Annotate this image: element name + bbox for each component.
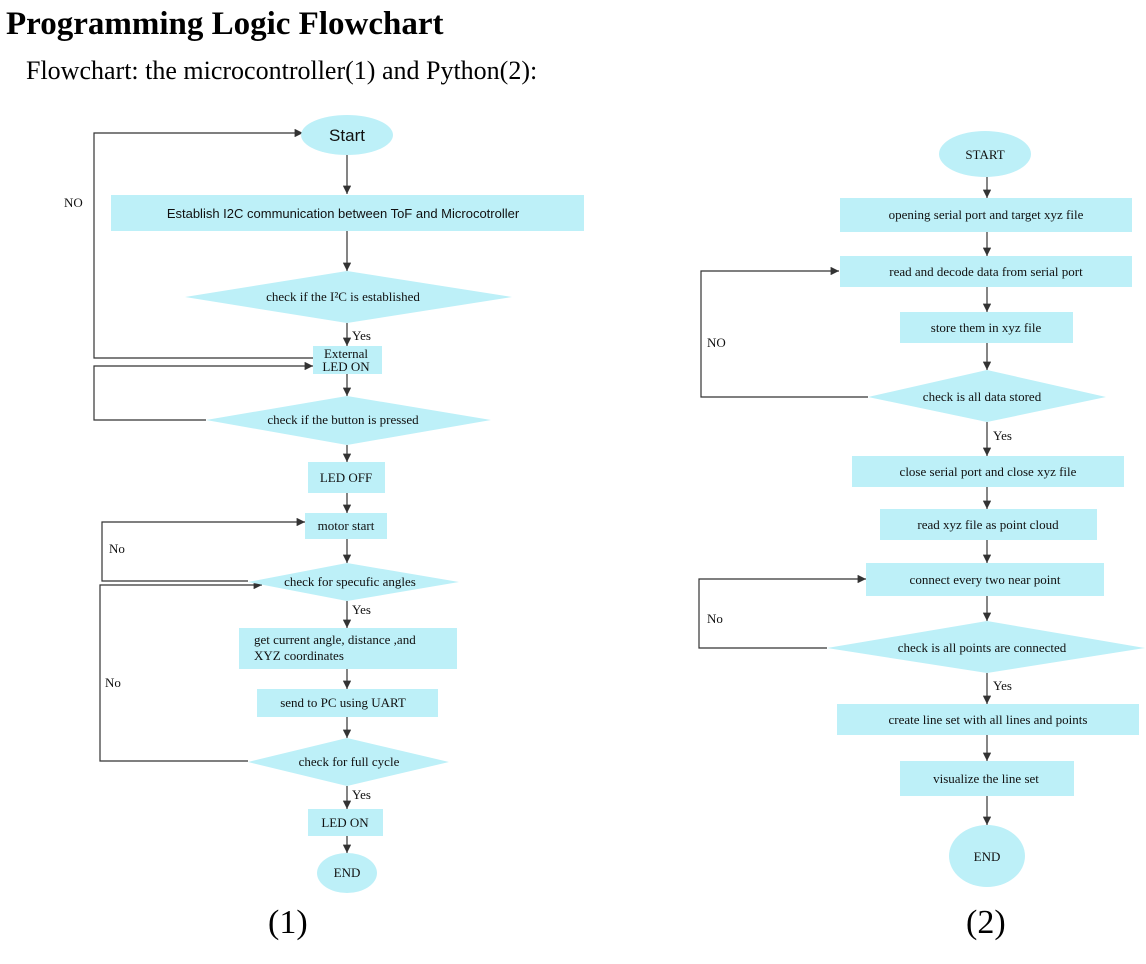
check-cycle-label: check for full cycle xyxy=(299,754,400,769)
check-connected-decision xyxy=(827,621,1145,673)
check-i2c-label: check if the I²C is established xyxy=(266,289,420,304)
yes-label-i2c: Yes xyxy=(352,328,371,343)
no-label-angles: No xyxy=(109,541,125,556)
create-lineset-box xyxy=(837,704,1139,735)
external-led-label-line1: External xyxy=(324,346,368,361)
yes-label-stored: Yes xyxy=(993,428,1012,443)
establish-i2c-label: Establish I2C communication between ToF … xyxy=(167,206,520,221)
motor-start-box xyxy=(305,513,387,539)
flowchart-2-nodes: START opening serial port and target xyz… xyxy=(707,131,1145,887)
flowchart-1-nodes: Start Establish I2C communication betwee… xyxy=(64,115,584,893)
end-node xyxy=(317,853,377,893)
close-serial-label: close serial port and close xyz file xyxy=(900,464,1077,479)
establish-i2c-box xyxy=(111,195,584,231)
yes-label-cycle: Yes xyxy=(352,787,371,802)
check-angles-label: check for specufic angles xyxy=(284,574,416,589)
start-node-2 xyxy=(939,131,1031,177)
open-serial-box xyxy=(840,198,1132,232)
check-stored-decision xyxy=(868,370,1106,422)
get-current-box xyxy=(239,628,457,669)
start-label: Start xyxy=(329,126,365,145)
connect-points-box xyxy=(866,563,1104,596)
no-label-stored: NO xyxy=(707,335,726,350)
no-label-i2c: NO xyxy=(64,195,83,210)
read-xyz-box xyxy=(880,509,1097,540)
external-led-label-line2: LED ON xyxy=(322,359,370,374)
read-xyz-label: read xyz file as point cloud xyxy=(917,517,1059,532)
send-pc-label: send to PC using UART xyxy=(280,695,406,710)
flowchart-2 xyxy=(698,177,992,825)
end-node-2 xyxy=(949,825,1025,887)
store-xyz-box xyxy=(900,312,1073,343)
create-lineset-label: create line set with all lines and point… xyxy=(889,712,1088,727)
check-stored-label: check is all data stored xyxy=(923,389,1042,404)
page-title: Programming Logic Flowchart xyxy=(6,6,444,42)
open-serial-label: opening serial port and target xyz file xyxy=(889,207,1084,222)
yes-label-connected: Yes xyxy=(993,678,1012,693)
close-serial-box xyxy=(852,456,1124,487)
read-decode-label: read and decode data from serial port xyxy=(889,264,1083,279)
no-label-connected: No xyxy=(707,611,723,626)
send-pc-box xyxy=(257,689,438,717)
visualize-box xyxy=(900,761,1074,796)
check-button-label: check if the button is pressed xyxy=(267,412,419,427)
led-on-label: LED ON xyxy=(321,815,369,830)
check-connected-label: check is all points are connected xyxy=(898,640,1067,655)
check-angles-decision xyxy=(248,563,459,601)
start-node xyxy=(301,115,393,155)
connect-points-label: connect every two near point xyxy=(910,572,1061,587)
end-label: END xyxy=(334,865,361,880)
external-led-box xyxy=(313,346,382,374)
store-xyz-label: store them in xyz file xyxy=(931,320,1042,335)
read-decode-box xyxy=(840,256,1132,287)
led-off-box xyxy=(308,462,385,493)
check-i2c-decision xyxy=(185,271,512,323)
end-label-2: END xyxy=(974,849,1001,864)
flowchart-1 xyxy=(93,128,352,853)
motor-start-label: motor start xyxy=(318,518,375,533)
visualize-label: visualize the line set xyxy=(933,771,1039,786)
get-current-label-line1: get current angle, distance ,and xyxy=(254,632,416,647)
caption-flowchart-2: (2) xyxy=(966,904,1006,941)
no-label-cycle: No xyxy=(105,675,121,690)
yes-label-angles: Yes xyxy=(352,602,371,617)
page-subtitle: Flowchart: the microcontroller(1) and Py… xyxy=(26,56,538,85)
get-current-label-line2: XYZ coordinates xyxy=(254,648,344,663)
led-off-label: LED OFF xyxy=(320,470,372,485)
start-label-2: START xyxy=(965,147,1004,162)
led-on-box xyxy=(308,809,383,836)
check-cycle-decision xyxy=(248,738,449,786)
check-button-decision xyxy=(206,396,491,445)
caption-flowchart-1: (1) xyxy=(268,904,308,941)
